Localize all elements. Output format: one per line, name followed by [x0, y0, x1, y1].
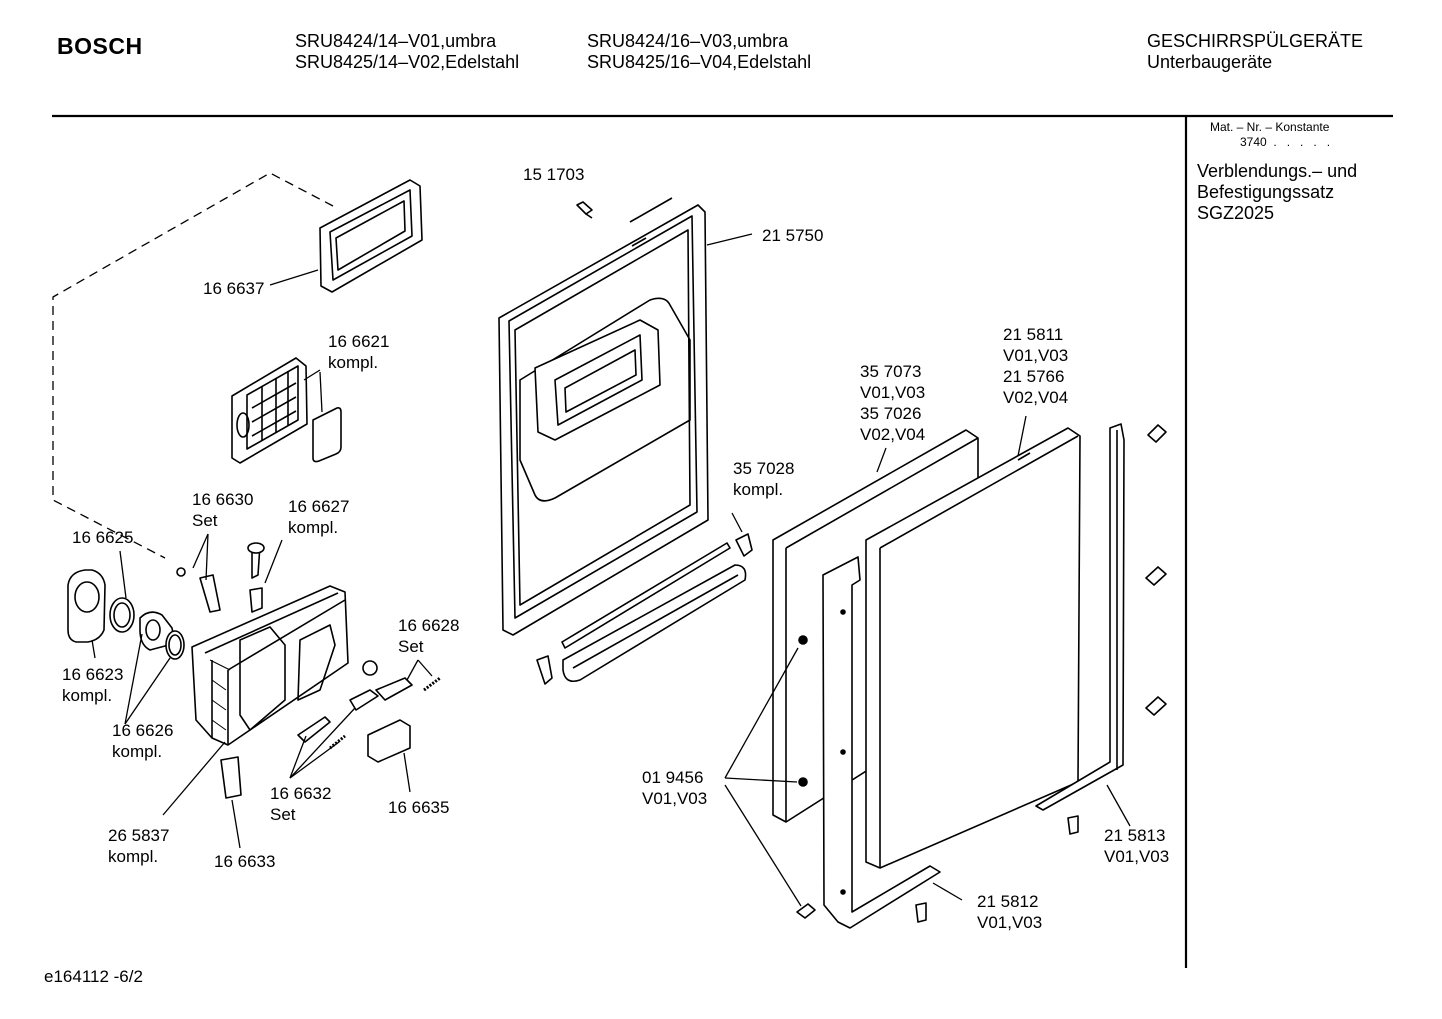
frame-profile-5812: [822, 556, 941, 929]
part-label-166630: 16 6630 Set: [192, 490, 254, 530]
part-label-166637: 16 6637: [203, 279, 265, 298]
model-line-4: SRU8425/16–V04,Edelstahl: [587, 52, 812, 72]
part-label-215750: 21 5750: [762, 226, 824, 245]
model-line-2: SRU8425/14–V02,Edelstahl: [295, 52, 520, 72]
seal-frame-part: [319, 179, 423, 293]
model-line-1: SRU8424/14–V01,umbra: [295, 31, 497, 51]
part-label-166623: 16 6623 kompl.: [62, 665, 124, 705]
part-label-215812: 21 5812 V01,V03: [977, 892, 1043, 932]
brand-logo: BOSCH: [57, 33, 143, 59]
part-label-357073: 35 7073 V01,V03 35 7026 V02,V04: [860, 362, 926, 444]
part-label-166632: 16 6632 Set: [270, 784, 332, 824]
part-label-215813: 21 5813 V01,V03: [1104, 826, 1170, 866]
small-parts: [176, 542, 441, 799]
assembly-dash-line: [52, 172, 334, 559]
part-label-151703: 15 1703: [523, 165, 585, 184]
frame-profile-5813: [1035, 423, 1125, 811]
screw-151703: [576, 201, 593, 219]
handle-rail-part: [536, 533, 753, 685]
control-module-part: [191, 585, 349, 746]
part-label-166628: 16 6628 Set: [398, 616, 460, 656]
part-label-215811: 21 5811 V01,V03 21 5766 V02,V04: [1003, 325, 1069, 407]
part-label-166626: 16 6626 kompl.: [112, 721, 174, 761]
part-label-019456: 01 9456 V01,V03: [642, 768, 708, 808]
mat-nr-value: 3740 . . . . .: [1240, 135, 1331, 149]
part-label-357028: 35 7028 kompl.: [733, 459, 795, 499]
part-label-166627: 16 6627 kompl.: [288, 497, 350, 537]
category-subtitle: Unterbaugeräte: [1147, 52, 1273, 72]
inner-door-part: [498, 197, 709, 636]
drawing-id: e164112 -6/2: [44, 967, 143, 986]
part-label-166621: 16 6621 kompl.: [328, 332, 390, 372]
leader-lines: [91, 233, 1131, 907]
part-label-166633: 16 6633: [214, 852, 276, 871]
part-label-166625: 16 6625: [72, 528, 134, 547]
part-label-265837: 26 5837 kompl.: [108, 826, 170, 866]
part-label-166635: 16 6635: [388, 798, 450, 817]
screws: [796, 424, 1167, 923]
mat-nr-label: Mat. – Nr. – Konstante: [1210, 120, 1330, 134]
set-description: Verblendungs.– und Befestigungssatz SGZ2…: [1197, 161, 1358, 223]
model-line-3: SRU8424/16–V03,umbra: [587, 31, 789, 51]
filter-panel-part: [231, 357, 342, 464]
category-title: GESCHIRRSPÜLGERÄTE: [1147, 31, 1364, 51]
knob-parts: [67, 569, 185, 660]
